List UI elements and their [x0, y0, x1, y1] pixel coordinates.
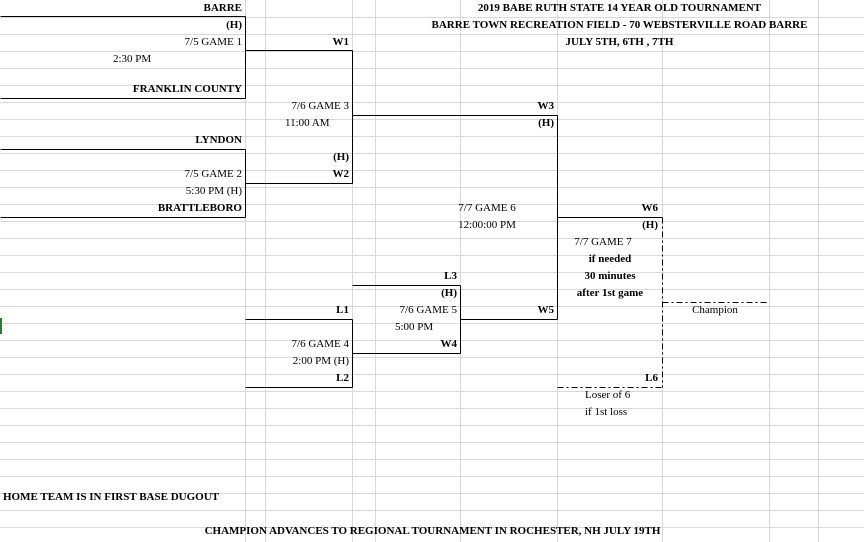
game5-home-mark: (H) — [441, 287, 457, 299]
game7-label: 7/7 GAME 7 — [574, 236, 632, 248]
game1-home-mark: (H) — [226, 19, 242, 31]
game3-time: 11:00 AM — [285, 117, 330, 129]
tournament-title: 2019 BABE RUTH STATE 14 YEAR OLD TOURNAM… — [477, 2, 762, 14]
game2-winner-slot: W2 — [332, 168, 350, 180]
game4-winner-slot: W4 — [440, 338, 458, 350]
game6-winner-slot: W6 — [641, 202, 659, 214]
game5-loser-slot: L3 — [444, 270, 457, 282]
game4-loser-bottom-slot: L2 — [336, 372, 349, 384]
game3-winner-slot: W3 — [537, 100, 555, 112]
team-franklin-county: FRANKLIN COUNTY — [132, 83, 242, 95]
loser-of-6-note: Loser of 6 — [585, 389, 631, 401]
team-brattleboro: BRATTLEBORO — [157, 202, 242, 214]
game2-time: 5:30 PM (H) — [185, 185, 242, 197]
game7-30-minutes: 30 minutes — [584, 270, 636, 282]
game6-time: 12:00:00 PM — [458, 219, 516, 231]
game2-label: 7/5 GAME 2 — [184, 168, 242, 180]
game2-home-mark: (H) — [333, 151, 349, 163]
game7-loser-slot: L6 — [645, 372, 658, 384]
game5-label: 7/6 GAME 5 — [399, 304, 457, 316]
team-barre: BARRE — [203, 2, 242, 14]
first-loss-note: if 1st loss — [585, 406, 628, 418]
venue-title: BARRE TOWN RECREATION FIELD - 70 WEBSTER… — [431, 19, 808, 31]
game1-winner-slot: W1 — [332, 36, 350, 48]
game1-label: 7/5 GAME 1 — [184, 36, 242, 48]
home-team-dugout-note: HOME TEAM IS IN FIRST BASE DUGOUT — [3, 491, 219, 503]
champion-label: Champion — [692, 304, 738, 316]
row-selection-marker — [0, 318, 2, 334]
regional-advance-note: CHAMPION ADVANCES TO REGIONAL TOURNAMENT… — [204, 525, 661, 537]
game6-label: 7/7 GAME 6 — [458, 202, 516, 214]
game4-loser-top-slot: L1 — [336, 304, 349, 316]
team-lyndon: LYNDON — [195, 134, 242, 146]
game1-time: 2:30 PM — [113, 53, 152, 65]
game7-after-first-game: after 1st game — [576, 287, 644, 299]
game6-home-mark: (H) — [642, 219, 658, 231]
game5-time: 5:00 PM — [395, 321, 434, 333]
game3-home-mark: (H) — [538, 117, 554, 129]
game4-label: 7/6 GAME 4 — [291, 338, 349, 350]
game5-winner-slot: W5 — [537, 304, 555, 316]
game3-label: 7/6 GAME 3 — [291, 100, 349, 112]
dates-title: JULY 5TH, 6TH , 7TH — [565, 36, 674, 48]
game7-if-needed: if needed — [588, 253, 632, 265]
game4-time: 2:00 PM (H) — [292, 355, 349, 367]
